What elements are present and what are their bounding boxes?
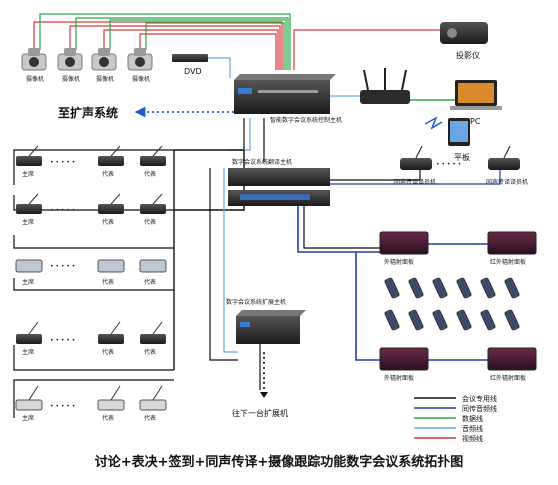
chairman-label: 主席 [22,278,34,286]
cables [13,13,501,418]
chairman-label: 主席 [22,218,34,226]
tablet-label: 平板 [454,152,470,162]
dots: • • • • • [50,403,75,410]
delegate-label: 代表 [144,170,156,178]
camera-label: 摄像机 [96,75,114,83]
diagram-title: 讨论+表决+签到+同声传译+摄像跟踪功能数字会议系统拓扑图 [95,454,464,470]
translation-host-label: 数字会议系统翻译主机 [232,158,292,166]
legend-label: 视频线 [462,434,483,443]
camera-icon [21,48,47,71]
camera-icon [127,48,153,71]
interpreter-units: • • • • • 同声传译译员机 同声传译译员机 [394,145,528,186]
delegate-labels: 主席 代表 代表 主席 代表 代表 主席 代表 代表 主席 代表 代表 主席 代… [22,159,156,422]
delegate-label: 代表 [102,170,114,178]
pc-label: PC [470,117,481,126]
chairman-label: 主席 [22,414,34,422]
translation-host: 数字会议系统翻译主机 [228,158,330,206]
delegate-label: 代表 [144,348,156,356]
control-host: 智能数字会议系统控制主机 [234,74,342,124]
legend-label: 数据线 [462,414,483,423]
camera-row: 摄像机 摄像机 摄像机 摄像机 [21,48,153,83]
tablet: 平板 [424,116,470,162]
next-expansion-label: 往下一台扩展机 [232,408,288,418]
dots: • • • • • [436,161,461,168]
projector-label: 投影仪 [456,50,480,60]
delegate-label: 代表 [144,278,156,286]
camera-label: 摄像机 [26,75,44,83]
chairman-label: 主席 [22,170,34,178]
radiator-label: 外辐射面板 [384,374,414,382]
delegate-label: 代表 [102,278,114,286]
laptop-pc: PC [450,80,502,126]
legend-label: 同传音频线 [462,404,497,413]
delegate-label: 代表 [144,218,156,226]
delegate-label: 代表 [102,414,114,422]
dots: • • • • • [50,263,75,270]
dvd-player: DVD [172,54,208,76]
delegate-units [15,145,167,411]
dots: • • • • • [50,159,75,166]
camera-label: 摄像机 [132,75,150,83]
delegate-label: 代表 [102,218,114,226]
delegate-label: 代表 [144,414,156,422]
ir-receivers [384,277,520,331]
legend: 会议专用线 同传音频线 数据线 音频线 视频线 [414,394,497,443]
interpreter-label: 同声传译译员机 [394,178,436,186]
camera-icon [91,48,117,71]
radiator-panels: 外辐射面板 红外辐射面板 外辐射面板 红外辐射面板 [379,231,537,382]
legend-label: 会议专用线 [462,394,497,403]
delegate-label: 代表 [102,348,114,356]
legend-label: 音频线 [462,424,483,433]
ir-radiator-label: 红外辐射面板 [490,374,526,382]
dots: • • • • • [50,337,75,344]
radiator-label: 外辐射面板 [384,258,414,266]
ir-radiator-label: 红外辐射面板 [490,258,526,266]
chairman-label: 主席 [22,348,34,356]
dots: • • • • • [50,207,75,214]
router [360,68,410,104]
control-host-label: 智能数字会议系统控制主机 [270,116,342,124]
projector: 投影仪 [440,22,488,60]
expansion-host: 数字会议系统扩展主机 往下一台扩展机 [226,298,306,418]
camera-icon [57,48,83,71]
to-amp-label: 至扩声系统 [58,105,118,120]
expansion-host-label: 数字会议系统扩展主机 [226,298,286,306]
camera-label: 摄像机 [62,75,80,83]
dvd-label: DVD [184,67,202,76]
interpreter-label: 同声传译译员机 [486,178,528,186]
